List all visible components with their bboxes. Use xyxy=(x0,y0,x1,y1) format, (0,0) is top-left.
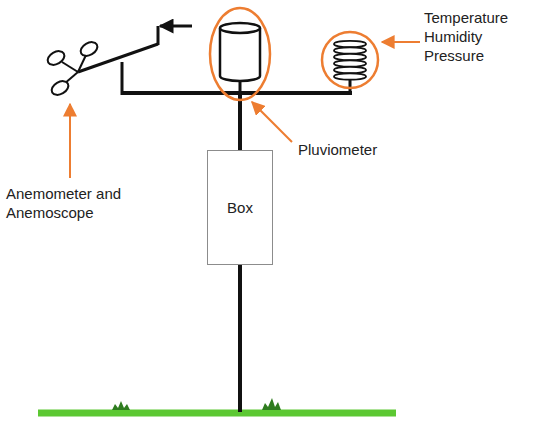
leader-arrow xyxy=(69,104,71,178)
pluviometer-rim xyxy=(220,23,260,33)
shield-plate xyxy=(334,67,366,73)
shield-plate xyxy=(334,41,366,47)
equipment-box: Box xyxy=(207,150,273,265)
shield-plate xyxy=(334,73,366,79)
sensor-label: Temperature Humidity Pressure xyxy=(424,8,534,65)
shield-plate xyxy=(334,54,366,60)
shield-plate xyxy=(334,60,366,66)
cup-arm xyxy=(62,62,78,72)
pluviometer xyxy=(220,28,260,81)
anemometer-cup xyxy=(49,78,71,97)
ground xyxy=(38,410,396,417)
grass-tuft xyxy=(112,401,130,410)
crossbar xyxy=(122,91,352,95)
anemometer-cup xyxy=(78,39,100,58)
anemometer-cup xyxy=(45,48,67,67)
wind-vane-arrow xyxy=(160,25,192,28)
part-label: Anemometer and Anemoscope xyxy=(6,184,138,222)
sensor-mount xyxy=(349,80,352,93)
highlight-ring xyxy=(210,8,270,100)
grass-tuft xyxy=(262,398,281,410)
radiation-shield xyxy=(334,41,366,80)
shield-plate xyxy=(334,47,366,53)
leader-arrow xyxy=(382,41,420,43)
cup-arm xyxy=(78,55,86,72)
part-label: Pluviometer xyxy=(298,140,418,159)
vane-post xyxy=(121,62,124,95)
box-label: Box xyxy=(227,199,253,216)
leader-arrow xyxy=(252,102,292,142)
vane-stem xyxy=(157,26,160,45)
highlight-ring xyxy=(322,32,378,88)
